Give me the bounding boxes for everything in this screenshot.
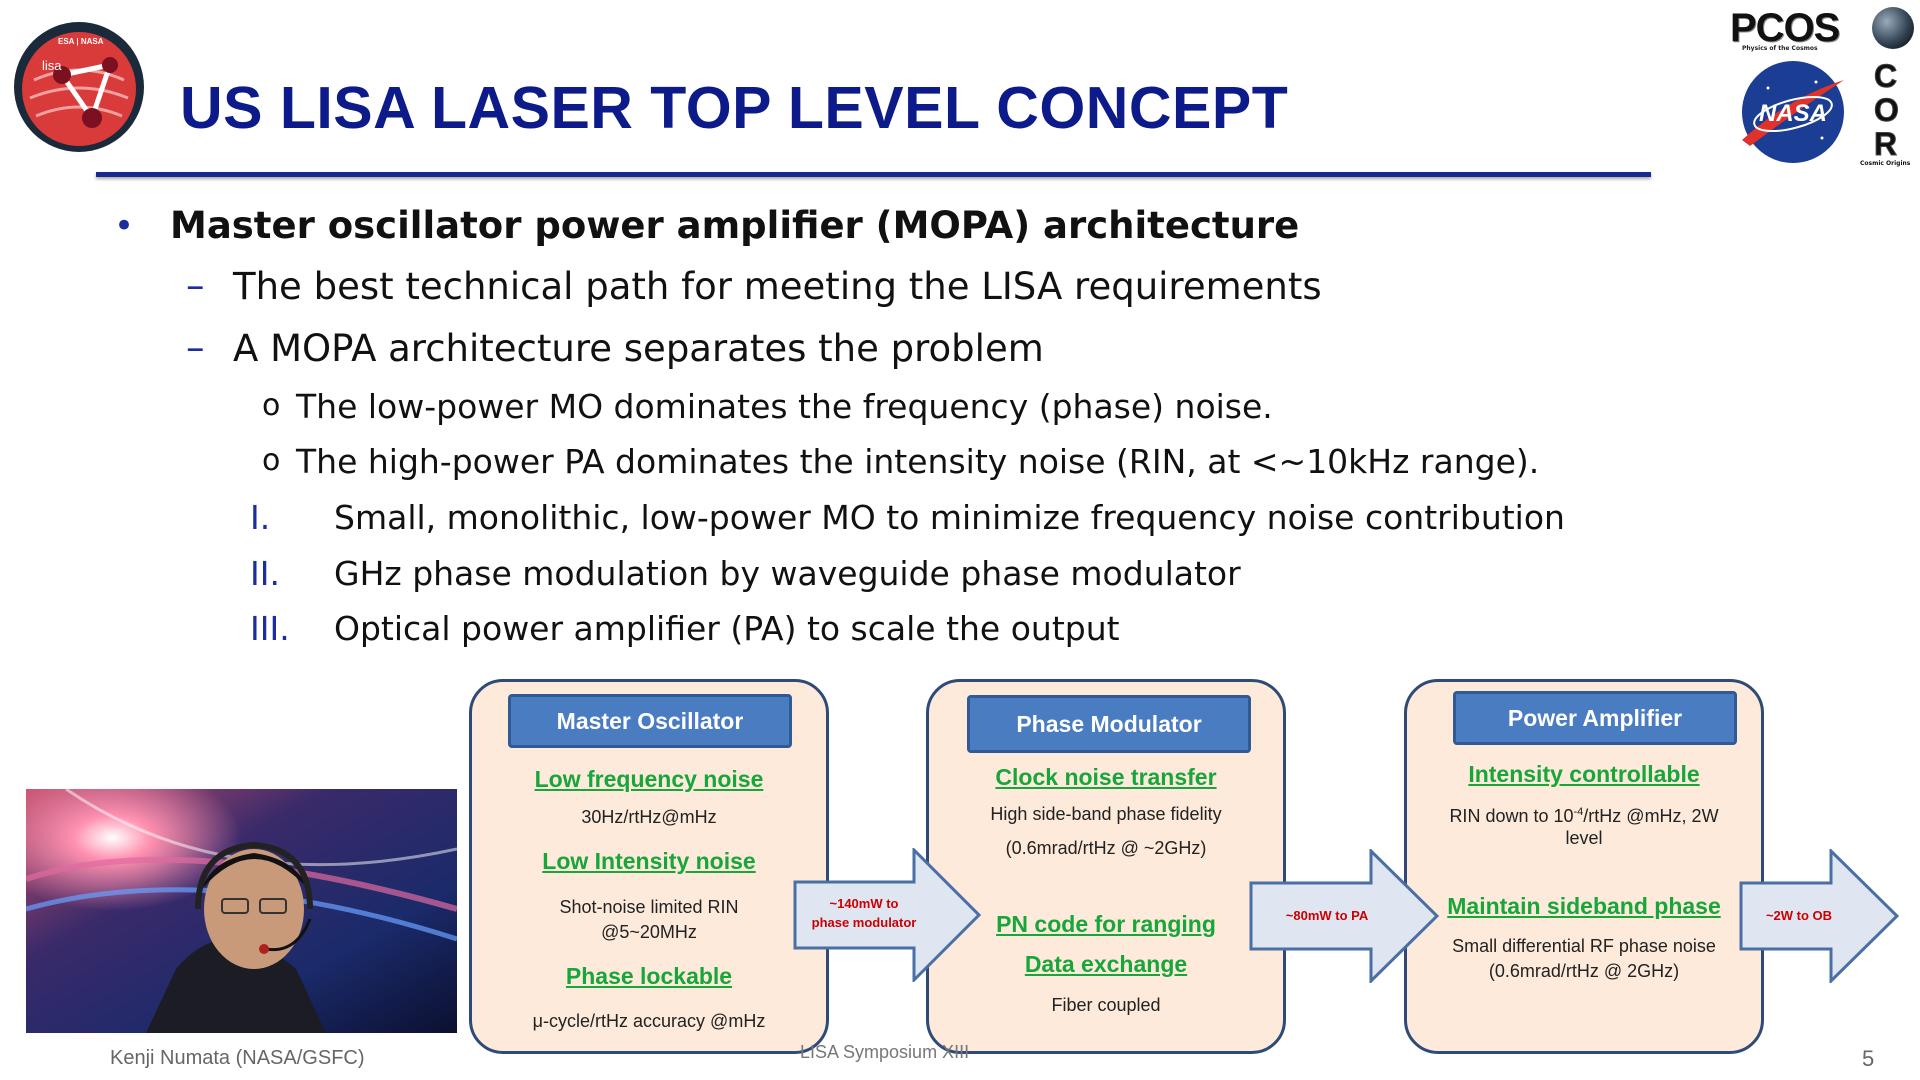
dash-marker: – xyxy=(186,264,205,307)
shot-noise-range: @5~20MHz xyxy=(601,922,697,942)
main-bullet: Master oscillator power amplifier (MOPA)… xyxy=(170,204,1300,247)
presenter-webcam-video xyxy=(26,789,457,1033)
svg-text:lisa: lisa xyxy=(42,58,62,73)
pcos-logo-subtitle: Physics of the Cosmos xyxy=(1742,45,1818,52)
circle-bullet-1: The low-power MO dominates the frequency… xyxy=(296,387,1273,426)
master-oscillator-title: Master Oscillator xyxy=(508,694,792,748)
shot-noise-text: Shot-noise limited RIN xyxy=(559,897,739,917)
roman-marker-2: II. xyxy=(250,554,280,593)
arrow-label-1-line-1: ~140mW to xyxy=(829,896,899,911)
arrow-to-phase-modulator: ~140mW to phase modulator xyxy=(793,846,983,984)
phase-lockable-link: Phase lockable xyxy=(565,963,733,989)
phase-modulator-title: Phase Modulator xyxy=(967,695,1251,753)
svg-text:ESA | NASA: ESA | NASA xyxy=(58,37,104,46)
lisa-mission-logo: ESA | NASA lisa xyxy=(12,20,146,154)
sideband-fidelity-value: (0.6mrad/rtHz @ ~2GHz) xyxy=(1005,838,1207,858)
sub-bullet-2: A MOPA architecture separates the proble… xyxy=(233,327,1044,370)
phase-modulator-box: Phase Modulator Clock noise transfer Hig… xyxy=(926,679,1286,1054)
low-frequency-noise-link: Low frequency noise xyxy=(534,766,764,792)
clock-noise-transfer-link: Clock noise transfer xyxy=(995,764,1217,790)
arrow-label-3: ~2W to OB xyxy=(1765,908,1833,923)
circle-bullet-2: The high-power PA dominates the intensit… xyxy=(296,442,1540,481)
slide-number: 5 xyxy=(1862,1046,1875,1071)
arrow-to-optical-bench: ~2W to OB xyxy=(1739,847,1901,985)
cor-logo: C O R Cosmic Origins xyxy=(1860,58,1920,170)
pn-code-ranging-link: PN code for ranging xyxy=(996,911,1216,937)
rf-phase-noise-text: Small differential RF phase noise xyxy=(1452,936,1716,956)
earth-globe-icon xyxy=(1872,7,1914,49)
arrow-label-2: ~80mW to PA xyxy=(1285,908,1369,923)
presenter-credit: Kenji Numata (NASA/GSFC) xyxy=(110,1047,365,1069)
bullet-marker: • xyxy=(114,206,135,246)
event-name: LISA Symposium XIII xyxy=(800,1042,970,1062)
cor-logo-subtitle: Cosmic Origins xyxy=(1860,160,1911,167)
rin-text-suffix: /rtHz @mHz, 2W xyxy=(1583,806,1719,826)
arrow-label-1: ~140mW to phase modulator xyxy=(799,894,929,932)
arrow-label-1-line-2: phase modulator xyxy=(811,915,917,930)
circle-marker: o xyxy=(262,388,281,423)
rin-text: RIN down to 10-4/rtHz @mHz, 2W xyxy=(1407,799,1761,829)
rf-phase-noise-value: (0.6mrad/rtHz @ 2GHz) xyxy=(1488,961,1680,981)
cor-letter-c: C xyxy=(1873,58,1898,95)
nasa-meatball-logo: NASA xyxy=(1738,58,1848,166)
slide-title: US LISA LASER TOP LEVEL CONCEPT xyxy=(180,75,1289,141)
rin-text-exponent: -4 xyxy=(1573,806,1584,818)
low-intensity-noise-link: Low Intensity noise xyxy=(542,848,756,874)
svg-text:NASA: NASA xyxy=(1759,100,1827,127)
roman-marker-3: III. xyxy=(250,609,290,648)
maintain-sideband-phase-link: Maintain sideband phase xyxy=(1447,893,1721,919)
roman-item-1: Small, monolithic, low-power MO to minim… xyxy=(334,498,1565,537)
sub-bullet-1: The best technical path for meeting the … xyxy=(233,265,1322,308)
phase-lock-accuracy: μ-cycle/rtHz accuracy @mHz xyxy=(532,1011,766,1031)
roman-marker-1: I. xyxy=(250,498,271,537)
title-underline xyxy=(96,172,1651,177)
rin-text-prefix: RIN down to 10 xyxy=(1449,806,1574,826)
power-amplifier-title: Power Amplifier xyxy=(1453,691,1737,745)
arrow-to-power-amplifier: ~80mW to PA xyxy=(1249,847,1441,985)
sideband-fidelity-text: High side-band phase fidelity xyxy=(990,804,1222,824)
circle-marker: o xyxy=(262,443,281,478)
roman-item-3: Optical power amplifier (PA) to scale th… xyxy=(334,609,1120,648)
master-oscillator-box: Master Oscillator Low frequency noise 30… xyxy=(469,679,829,1054)
intensity-controllable-link: Intensity controllable xyxy=(1468,761,1700,787)
pcos-logo-text: PCOS xyxy=(1730,6,1840,50)
pcos-logo: PCOS Physics of the Cosmos xyxy=(1730,4,1920,56)
power-amplifier-box: Power Amplifier Intensity controllable R… xyxy=(1404,679,1764,1054)
roman-item-2: GHz phase modulation by waveguide phase … xyxy=(334,554,1241,593)
fiber-coupled-text: Fiber coupled xyxy=(1051,995,1161,1015)
cor-letter-o: O xyxy=(1874,92,1900,129)
data-exchange-link: Data exchange xyxy=(1024,951,1188,977)
rin-level-text: level xyxy=(1565,828,1603,848)
dash-marker: – xyxy=(186,326,205,369)
low-frequency-noise-value: 30Hz/rtHz@mHz xyxy=(581,807,717,827)
cor-letter-r: R xyxy=(1873,126,1898,163)
